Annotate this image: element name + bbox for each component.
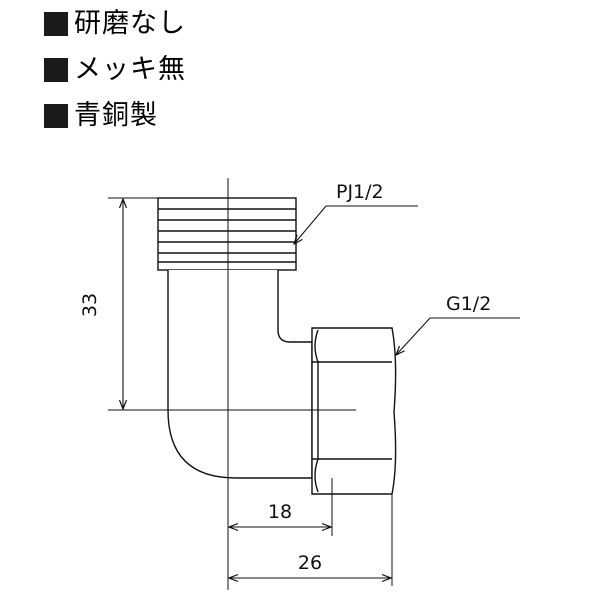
top-thread [157,197,297,271]
spec-item-material: 青銅製 [44,96,186,136]
spec-item-plating: メッキ無 [44,50,186,90]
square-bullet-icon [44,12,68,36]
leader-g-thread [396,317,520,355]
dim-inner-width-label: 18 [268,501,292,523]
spec-item-polish: 研磨なし [44,4,186,44]
spec-list: 研磨なし メッキ無 青銅製 [44,4,186,142]
spec-label: 研磨なし [74,8,186,39]
label-pj-thread: PJ1/2 [336,181,384,203]
square-bullet-icon [44,58,68,82]
leader-pj-thread [294,205,418,244]
dim-total-width-label: 26 [298,552,322,574]
elbow-body [167,270,313,479]
label-g-thread: G1/2 [446,293,491,315]
square-bullet-icon [44,104,68,128]
side-hex-nut [311,327,397,495]
spec-label: メッキ無 [74,54,186,85]
dim-height-label: 33 [79,293,101,317]
spec-label: 青銅製 [74,100,158,131]
